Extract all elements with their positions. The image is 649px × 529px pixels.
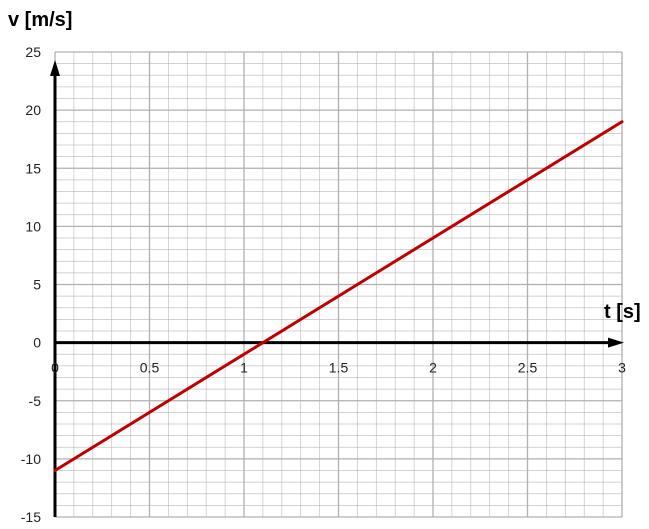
- y-tick-labels: 25 20 15 10 5 0 -5 -10 -15: [21, 44, 41, 525]
- y-tick-label: 25: [25, 44, 41, 60]
- x-tick-label: 2: [429, 360, 437, 376]
- x-axis-arrow: [608, 337, 624, 348]
- x-tick-label: 1.5: [329, 360, 349, 376]
- x-tick-labels: 0 0.5 1 1.5 2 2.5 3: [51, 360, 626, 376]
- y-tick-label: 15: [25, 160, 41, 176]
- y-tick-label: 10: [25, 218, 41, 234]
- x-tick-label: 1: [240, 360, 248, 376]
- y-tick-label: -5: [29, 393, 42, 409]
- x-tick-label: 0.5: [140, 360, 160, 376]
- y-tick-label: 5: [33, 277, 41, 293]
- y-tick-label: 0: [33, 335, 41, 351]
- y-tick-label: 20: [25, 102, 41, 118]
- y-tick-label: -15: [21, 509, 41, 525]
- series-line: [53, 120, 624, 472]
- axes: [50, 60, 624, 517]
- series-layer: [53, 120, 624, 472]
- x-tick-label: 0: [51, 360, 59, 376]
- x-tick-label: 2.5: [518, 360, 538, 376]
- y-tick-label: -10: [21, 451, 41, 467]
- x-axis-label: t [s]: [604, 301, 641, 323]
- y-axis-arrow: [50, 60, 60, 76]
- y-axis-label: v [m/s]: [8, 9, 72, 31]
- x-tick-label: 3: [618, 360, 626, 376]
